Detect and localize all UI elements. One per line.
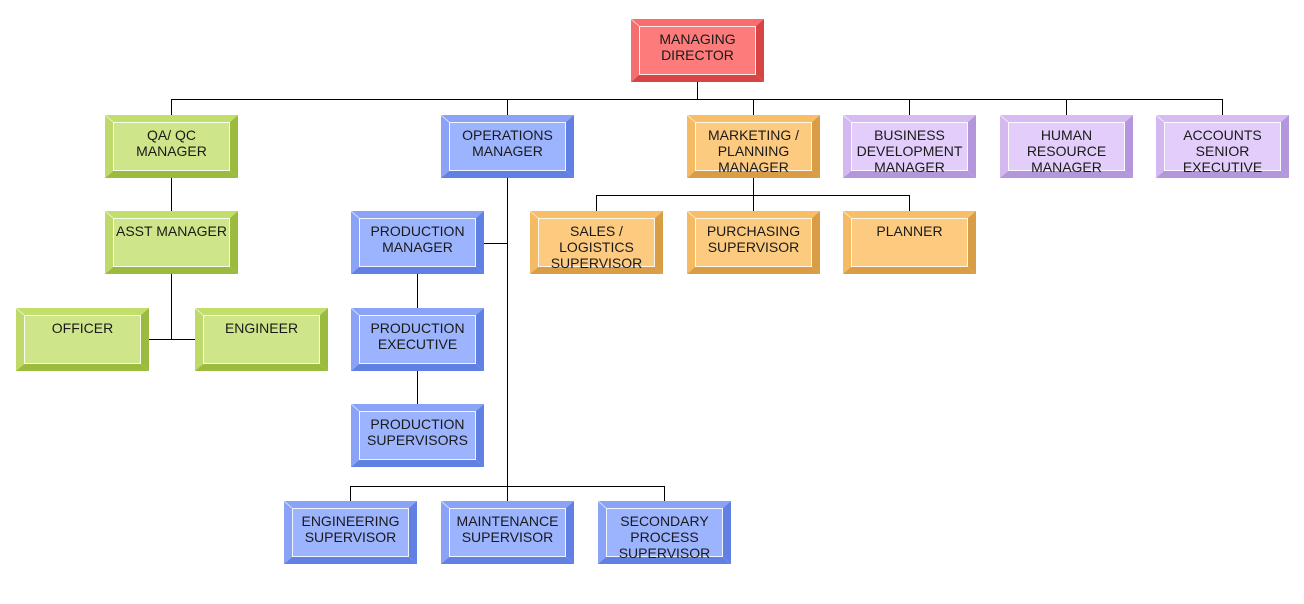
connector-line — [753, 99, 754, 115]
node-label: ACCOUNTS SENIOR EXECUTIVE — [1164, 122, 1281, 175]
bevel-frame — [105, 115, 238, 178]
node-label: SALES / LOGISTICS SUPERVISOR — [538, 218, 655, 271]
connector-line — [1066, 99, 1067, 115]
node-business-development-manager: BUSINESS DEVELOPMENT MANAGER — [843, 115, 976, 178]
node-qa-qc-manager: QA/ QC MANAGER — [105, 115, 238, 178]
node-label: BUSINESS DEVELOPMENT MANAGER — [851, 122, 968, 175]
node-planner: PLANNER — [843, 211, 976, 274]
connector-line — [417, 371, 418, 404]
node-label: OFFICER — [24, 315, 141, 364]
node-label: PRODUCTION MANAGER — [359, 218, 476, 267]
bevel-frame — [351, 211, 484, 274]
bevel-frame — [195, 308, 328, 371]
connector-line — [507, 178, 508, 486]
node-managing-director: MANAGING DIRECTOR — [631, 19, 764, 82]
node-production-executive: PRODUCTION EXECUTIVE — [351, 308, 484, 371]
bevel-frame — [441, 501, 574, 564]
connector-line — [350, 486, 351, 501]
node-label: SECONDARY PROCESS SUPERVISOR — [606, 508, 723, 561]
node-label: HUMAN RESOURCE MANAGER — [1008, 122, 1125, 175]
bevel-frame — [441, 115, 574, 178]
node-label: MAINTENANCE SUPERVISOR — [449, 508, 566, 557]
node-purchasing-supervisor: PURCHASING SUPERVISOR — [687, 211, 820, 274]
node-operations-manager: OPERATIONS MANAGER — [441, 115, 574, 178]
connector-line — [664, 486, 665, 501]
node-label: PURCHASING SUPERVISOR — [695, 218, 812, 267]
connector-line — [507, 486, 508, 501]
bevel-frame — [105, 211, 238, 274]
connector-line — [507, 99, 508, 115]
connector-line — [171, 274, 172, 339]
bevel-frame — [687, 211, 820, 274]
node-label: PLANNER — [851, 218, 968, 267]
node-secondary-process-supervisor: SECONDARY PROCESS SUPERVISOR — [598, 501, 731, 564]
bevel-frame — [284, 501, 417, 564]
connector-line — [417, 274, 418, 308]
connector-line — [171, 178, 172, 211]
connector-line — [1222, 99, 1223, 115]
connector-line — [697, 82, 698, 99]
node-production-manager: PRODUCTION MANAGER — [351, 211, 484, 274]
node-label: MARKETING / PLANNING MANAGER — [695, 122, 812, 175]
connector-line — [596, 195, 910, 196]
bevel-frame — [631, 19, 764, 82]
bevel-frame — [351, 308, 484, 371]
node-maintenance-supervisor: MAINTENANCE SUPERVISOR — [441, 501, 574, 564]
bevel-frame — [1000, 115, 1133, 178]
node-engineer: ENGINEER — [195, 308, 328, 371]
node-sales-logistics-supervisor: SALES / LOGISTICS SUPERVISOR — [530, 211, 663, 274]
bevel-frame — [843, 211, 976, 274]
connector-line — [484, 243, 508, 244]
node-label: ENGINEER — [203, 315, 320, 364]
connector-line — [909, 99, 910, 115]
node-label: PRODUCTION EXECUTIVE — [359, 315, 476, 364]
connector-line — [753, 178, 754, 211]
node-label: PRODUCTION SUPERVISORS — [359, 411, 476, 460]
bevel-frame — [687, 115, 820, 178]
node-marketing-planning-manager: MARKETING / PLANNING MANAGER — [687, 115, 820, 178]
bevel-frame — [843, 115, 976, 178]
node-engineering-supervisor: ENGINEERING SUPERVISOR — [284, 501, 417, 564]
bevel-frame — [530, 211, 663, 274]
bevel-frame — [1156, 115, 1289, 178]
node-label: ENGINEERING SUPERVISOR — [292, 508, 409, 557]
connector-line — [596, 195, 597, 211]
connector-line — [171, 99, 172, 115]
bevel-frame — [598, 501, 731, 564]
node-label: QA/ QC MANAGER — [113, 122, 230, 171]
bevel-frame — [351, 404, 484, 467]
node-officer: OFFICER — [16, 308, 149, 371]
node-label: ASST MANAGER — [113, 218, 230, 267]
node-label: MANAGING DIRECTOR — [639, 26, 756, 75]
node-label: OPERATIONS MANAGER — [449, 122, 566, 171]
node-production-supervisors: PRODUCTION SUPERVISORS — [351, 404, 484, 467]
connector-line — [909, 195, 910, 211]
connector-line — [149, 339, 196, 340]
node-asst-manager: ASST MANAGER — [105, 211, 238, 274]
bevel-frame — [16, 308, 149, 371]
connector-line — [171, 99, 1223, 100]
node-accounts-senior-executive: ACCOUNTS SENIOR EXECUTIVE — [1156, 115, 1289, 178]
node-human-resource-manager: HUMAN RESOURCE MANAGER — [1000, 115, 1133, 178]
